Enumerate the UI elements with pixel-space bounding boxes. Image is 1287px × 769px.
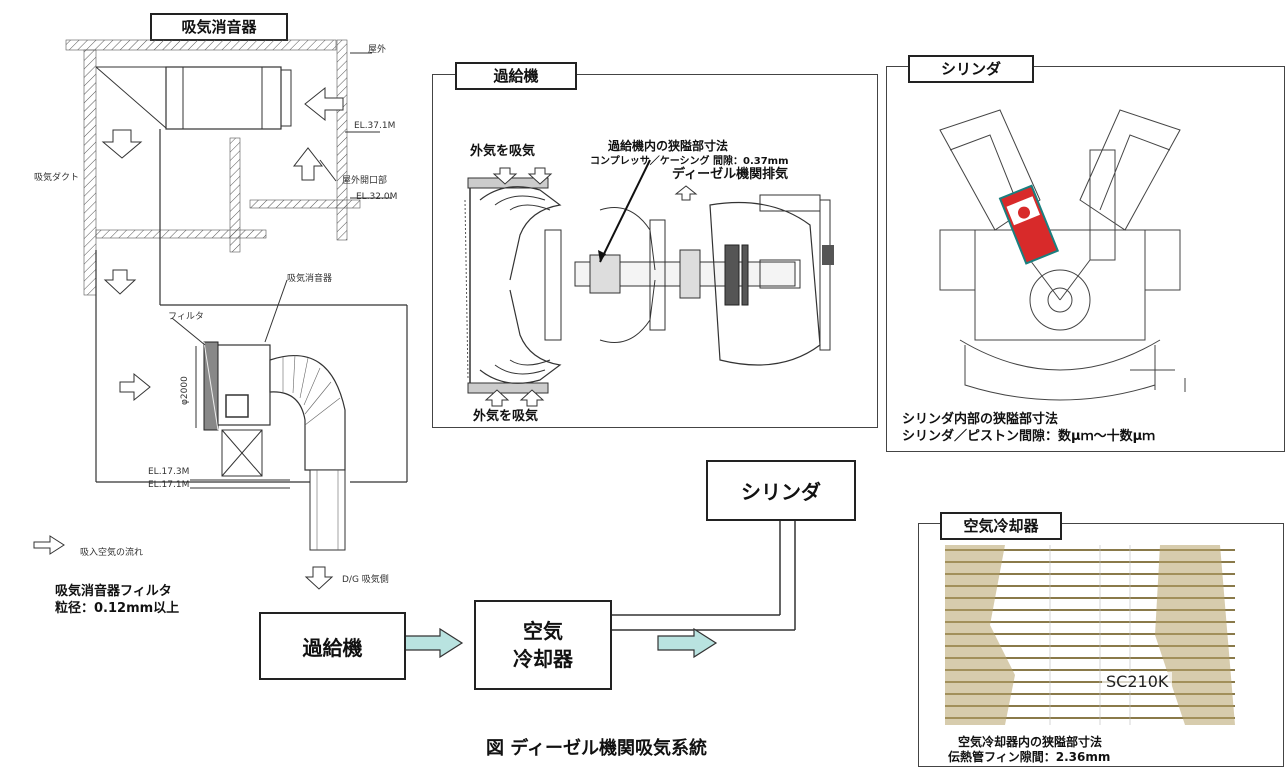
turbo-exhaust-label: ディーゼル機関排気 xyxy=(672,167,789,182)
label-el-371: EL.37.1M xyxy=(354,121,396,131)
label-outdoor: 屋外 xyxy=(368,45,387,55)
cylinder-frame xyxy=(886,66,1285,452)
filter-caption-line1: 吸気消音器フィルタ xyxy=(55,584,172,599)
flow-turbo-label: 過給機 xyxy=(302,635,363,660)
turbo-intake-bottom: 外気を吸気 xyxy=(473,409,539,424)
flow-box-air-cooler: 空気 冷却器 xyxy=(474,600,612,690)
label-el-320: EL.32.0M xyxy=(356,192,398,202)
label-el-173: EL.17.3M xyxy=(148,467,190,477)
legend-air-flow: 吸入空気の流れ xyxy=(80,548,144,558)
flow-box-cylinder: シリンダ xyxy=(706,460,856,521)
air-cooler-title: 空気冷却器 xyxy=(940,512,1062,540)
label-dg-intake: D/G 吸気側 xyxy=(342,575,389,585)
air-cooler-caption-line2: 伝熱管フィン隙間：2.36mm xyxy=(948,750,1111,764)
label-filter: フィルタ xyxy=(168,312,204,322)
cylinder-caption-line2: シリンダ／ピストン間隙：数μｍ～十数μｍ xyxy=(902,429,1156,444)
air-cooler-caption-line1: 空気冷却器内の狭隘部寸法 xyxy=(958,735,1103,749)
flow-cooler-label-2: 冷却器 xyxy=(513,647,573,671)
label-duct: 吸気ダクト xyxy=(34,173,80,183)
flow-cylinder-label: シリンダ xyxy=(741,480,821,504)
label-outdoor-opening: 屋外開口部 xyxy=(342,176,388,186)
cylinder-title: シリンダ xyxy=(908,55,1034,83)
turbo-gap-detail: コンプレッサ／ケーシング 間隙：0.37mm xyxy=(590,156,789,167)
label-el-171: EL.17.1M xyxy=(148,480,190,490)
flow-cooler-label-1: 空気 xyxy=(523,619,563,643)
filter-caption-line2: 粒径：0.12mm以上 xyxy=(55,601,180,616)
label-silencer: 吸気消音器 xyxy=(287,274,333,284)
turbo-intake-top: 外気を吸気 xyxy=(470,144,536,159)
figure-caption: 図 ディーゼル機関吸気系統 xyxy=(486,738,708,759)
turbocharger-title: 過給機 xyxy=(455,62,577,90)
cylinder-caption-line1: シリンダ内部の狭隘部寸法 xyxy=(902,412,1059,427)
flow-box-turbocharger: 過給機 xyxy=(259,612,406,680)
turbo-gap-title: 過給機内の狭隘部寸法 xyxy=(608,139,729,153)
air-cooler-marking: SC210K xyxy=(1102,672,1173,691)
turbocharger-frame xyxy=(432,74,878,428)
intake-silencer-title: 吸気消音器 xyxy=(150,13,288,41)
